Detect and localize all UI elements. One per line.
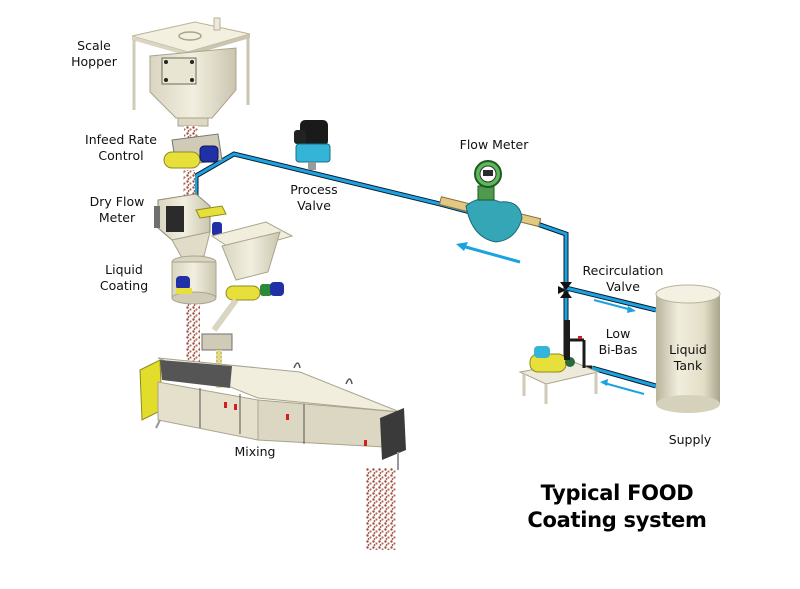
label-line: Dry Flow: [89, 194, 145, 209]
label-line: Low: [605, 326, 631, 341]
product-stream-infeed: [183, 170, 195, 200]
label-line: Infeed Rate: [85, 132, 157, 147]
label-line: Tank: [673, 358, 703, 373]
label-line: Liquid: [669, 342, 707, 357]
infeed-rate-control[interactable]: [163, 133, 223, 169]
diagram-title: Typical FOOD Coating system: [512, 480, 722, 534]
label-line: Meter: [98, 210, 136, 225]
recirculation-flow-arrow: [593, 299, 636, 313]
product-outfeed-stream: [366, 468, 396, 550]
label-line: Bi-Bas: [598, 342, 638, 357]
label-line: Coating: [99, 278, 149, 293]
label-supply: Supply: [664, 432, 716, 448]
label-liquid-coating: Liquid Coating: [96, 262, 152, 294]
title-line-2: Coating system: [527, 508, 707, 532]
label-scale-hopper: Scale Hopper: [62, 38, 126, 70]
return-flow-arrow: [456, 242, 521, 264]
label-mixing: Mixing: [230, 444, 280, 460]
flow-meter[interactable]: [438, 160, 542, 243]
pump-skid[interactable]: [518, 320, 600, 404]
flow-direction-arrows: [456, 242, 645, 395]
label-line: Liquid: [105, 262, 143, 277]
label-infeed-rate-control: Infeed Rate Control: [78, 132, 164, 164]
label-line: Valve: [297, 198, 331, 213]
label-line: Scale: [77, 38, 111, 53]
label-flow-meter: Flow Meter: [452, 137, 536, 153]
label-line: Control: [98, 148, 144, 163]
label-line: Valve: [606, 279, 640, 294]
process-valve[interactable]: [294, 120, 331, 170]
label-line: Mixing: [234, 444, 276, 459]
label-line: Process: [290, 182, 338, 197]
label-dry-flow-meter: Dry Flow Meter: [84, 194, 150, 226]
supply-flow-arrow: [600, 379, 645, 395]
side-feeder-hopper[interactable]: [201, 221, 294, 351]
mixing-conveyor[interactable]: [139, 357, 406, 470]
dry-flow-meter[interactable]: [154, 193, 227, 259]
label-line: Recirculation: [582, 263, 664, 278]
label-recirculation-valve: Recirculation Valve: [576, 263, 670, 295]
label-low-bi-bas: Low Bi-Bas: [592, 326, 644, 358]
liquid-coating-unit[interactable]: [171, 255, 217, 305]
label-line: Hopper: [71, 54, 117, 69]
product-stream-coated: [186, 304, 200, 362]
scale-hopper[interactable]: [131, 17, 251, 130]
label-line: Supply: [668, 432, 712, 447]
title-line-1: Typical FOOD: [540, 481, 694, 505]
label-line: Flow Meter: [459, 137, 529, 152]
recirculation-valve[interactable]: [558, 282, 572, 298]
label-process-valve: Process Valve: [282, 182, 346, 214]
label-liquid-tank: Liquid Tank: [660, 342, 716, 374]
liquid-tank[interactable]: [655, 284, 721, 413]
